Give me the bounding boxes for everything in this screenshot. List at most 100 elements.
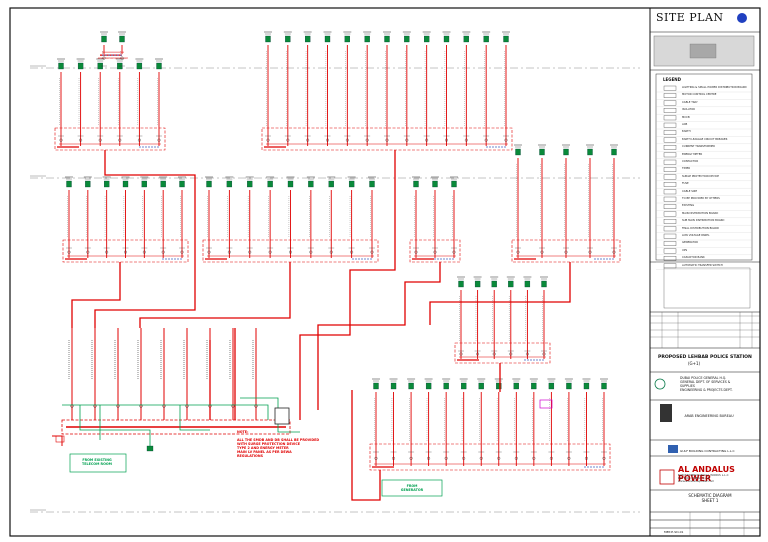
load-symbol <box>413 180 419 188</box>
breaker-symbol <box>345 138 349 142</box>
breaker-symbol <box>306 138 310 142</box>
load-symbol <box>408 382 414 390</box>
breaker-symbol <box>161 250 165 254</box>
breaker-symbol <box>464 138 468 142</box>
main-feeder <box>317 262 441 410</box>
legend-symbol <box>663 137 677 143</box>
breaker-symbol <box>102 56 106 60</box>
legend-symbol <box>663 211 677 217</box>
main-feeder <box>351 390 381 501</box>
load-symbol <box>265 35 271 43</box>
legend-item: ISOLATOR <box>682 108 695 112</box>
subcontractor-logo <box>659 469 675 485</box>
legend-symbol <box>663 256 677 261</box>
breaker-symbol <box>120 56 124 60</box>
load-symbol <box>267 180 273 188</box>
breaker-symbol <box>612 250 616 254</box>
load-symbol <box>285 35 291 43</box>
note-line: MAIN LV PANEL AS PER DEWA <box>237 450 292 454</box>
load-symbol <box>328 180 334 188</box>
load-symbol <box>451 180 457 188</box>
breaker-symbol <box>514 456 518 460</box>
note-line: WITH SURGE PROTECTION DEVICE <box>237 442 301 446</box>
breaker-symbol <box>588 250 592 254</box>
breaker-symbol <box>392 456 396 460</box>
breaker-symbol <box>445 138 448 142</box>
breaker-symbol <box>492 352 496 356</box>
subcontractor-name: AL ANDALUS POWER <box>678 465 735 483</box>
legend-item: LIGHTING & SMALL POWER DISTRIBUTION BOAR… <box>682 86 747 89</box>
load-symbol <box>77 62 84 70</box>
breaker-symbol <box>564 250 568 254</box>
legend-item: UPS <box>682 248 688 252</box>
subcontractor-line: P.O. BOX, DUBAI, U.A.E <box>678 476 710 481</box>
load-symbol <box>432 180 438 188</box>
load-symbol <box>85 180 91 188</box>
legend-item: MCCB <box>682 115 690 119</box>
legend-item: LOW VOLTAGE PANEL <box>682 234 710 237</box>
note-line: TYPE 2 AND ENERGY METER <box>237 446 289 450</box>
load-symbol <box>287 180 294 188</box>
legend-symbol <box>663 263 677 269</box>
load-symbol <box>566 382 572 390</box>
legend-item: CABLE TRAY <box>682 100 698 104</box>
legend-frame <box>655 73 753 261</box>
load-symbol <box>483 35 489 43</box>
breaker-symbol <box>329 250 333 254</box>
breaker-symbol <box>268 250 272 254</box>
breaker-symbol <box>286 138 290 142</box>
legend-symbol <box>663 159 677 165</box>
distribution-board <box>62 239 189 263</box>
legend-symbol <box>663 85 677 91</box>
green-box-telecom-label: FROM EXISTING TELECOM ROOM <box>72 458 122 466</box>
legend-item: FUSE <box>682 182 689 186</box>
subcontractor-line: ELECTROMECHANICAL WORKS L.L.C <box>678 473 729 477</box>
breaker-symbol <box>444 456 448 460</box>
legend-symbol <box>663 130 677 135</box>
legend-symbol <box>663 248 677 254</box>
elv-device <box>146 445 154 452</box>
breaker-symbol <box>309 250 313 254</box>
main-feeder <box>299 150 396 420</box>
load-symbol <box>563 148 569 156</box>
legend-symbol <box>663 204 677 209</box>
load-symbol <box>384 35 390 43</box>
legend-item: EXISTING <box>682 204 695 208</box>
legend-symbol <box>663 167 677 172</box>
client-line: GENERAL DEPT. OF SERVICES & SUPPLIES <box>680 380 731 388</box>
incoming-feeder <box>52 435 63 446</box>
breaker-symbol <box>405 138 409 142</box>
breaker-symbol <box>266 138 270 142</box>
breaker-symbol <box>525 352 529 356</box>
load-symbol <box>179 180 185 188</box>
legend-item: FINAL DISTRIBUTION BOARD <box>682 226 719 230</box>
north-arrow-icon <box>737 13 747 23</box>
load-symbol <box>364 35 370 43</box>
load-symbol <box>503 35 509 43</box>
breaker-symbol <box>385 138 389 142</box>
legend-symbol <box>663 219 677 224</box>
load-symbol <box>119 35 125 43</box>
breaker-symbol <box>549 456 553 460</box>
load-symbol <box>226 180 233 188</box>
breaker-symbol <box>540 250 544 254</box>
legend-item: ENERGY METER <box>682 152 703 156</box>
distribution-board <box>369 443 611 471</box>
breaker-symbol <box>157 138 161 142</box>
load-symbol <box>478 382 484 390</box>
legend-item: SUB MAIN DISTRIBUTION BOARD <box>682 219 725 223</box>
load-symbol <box>508 280 514 288</box>
drawing-title-line: SHEET 1 <box>701 498 719 503</box>
load-symbol <box>463 35 469 43</box>
legend-symbol <box>663 152 677 158</box>
load-symbol <box>247 180 253 188</box>
breaker-symbol <box>433 250 437 254</box>
load-symbol <box>587 148 593 156</box>
legend-item: TIMER <box>682 167 691 171</box>
load-symbol <box>390 382 397 390</box>
sheet-border <box>9 7 761 537</box>
breaker-symbol <box>79 138 83 142</box>
transformer-symbol <box>274 407 290 425</box>
